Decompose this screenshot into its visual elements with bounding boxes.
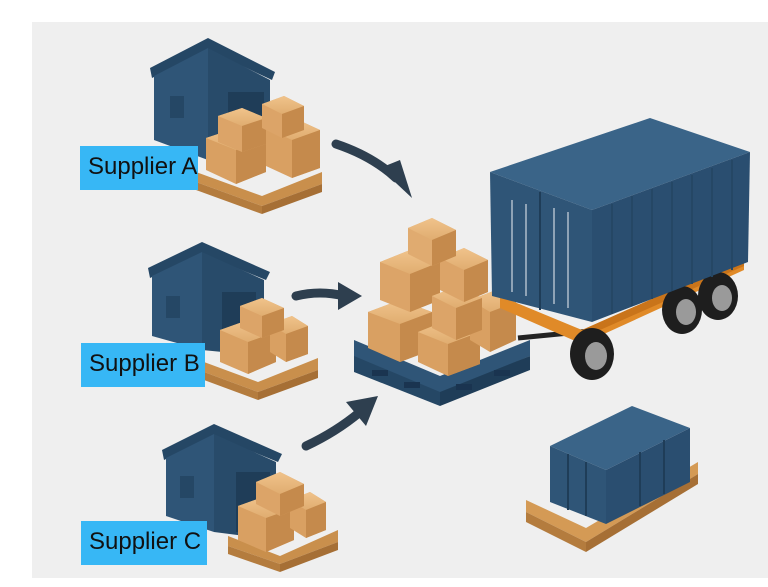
arrow-b-head-icon bbox=[338, 282, 362, 310]
arrow-a-head-icon bbox=[380, 160, 412, 198]
supplier-c-label: Supplier C bbox=[81, 521, 207, 565]
supplier-b-label: Supplier B bbox=[81, 343, 205, 387]
pallet-icon bbox=[196, 172, 322, 214]
cardboard-box-icon bbox=[206, 96, 320, 184]
cardboard-box-icon bbox=[238, 472, 326, 552]
supplier-a-label: Supplier A bbox=[80, 146, 198, 190]
warehouse-b bbox=[148, 242, 318, 400]
pallet-icon bbox=[354, 340, 530, 406]
warehouse-a bbox=[150, 38, 322, 214]
warehouse-c bbox=[162, 424, 338, 572]
pallet-icon bbox=[204, 358, 318, 400]
pallet-icon bbox=[228, 530, 338, 572]
arrow-c-icon bbox=[301, 407, 365, 451]
wrapped-cargo-icon bbox=[550, 406, 690, 524]
cardboard-box-icon bbox=[220, 298, 308, 374]
consolidated-shipment bbox=[354, 218, 530, 406]
cardboard-box-icon bbox=[368, 218, 516, 376]
pallet-icon bbox=[526, 462, 698, 552]
arrow-c-head-icon bbox=[346, 396, 378, 426]
wrapped-pallet bbox=[526, 406, 698, 552]
arrow-b-icon bbox=[291, 288, 349, 301]
shipping-container-icon bbox=[490, 118, 750, 322]
container-truck bbox=[490, 118, 750, 380]
